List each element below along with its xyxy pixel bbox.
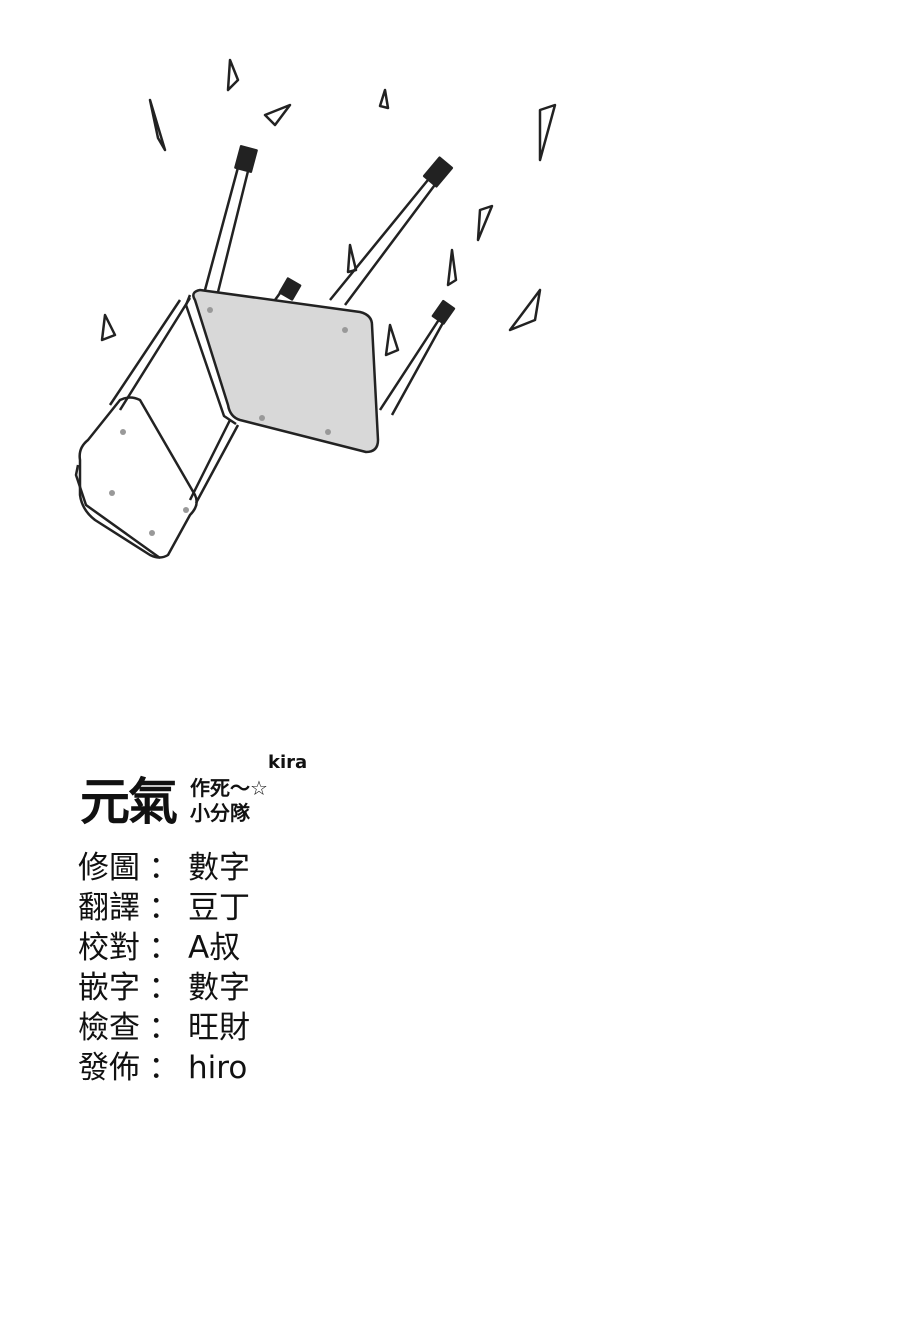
credit-name: 旺財	[188, 1010, 250, 1046]
credits-list: 修圖：數字 翻譯：豆丁 校對：A叔 嵌字：數字 檢查：旺財 發佈：hiro	[78, 848, 250, 1088]
credit-row: 發佈：hiro	[78, 1048, 250, 1088]
credit-name: 數字	[188, 850, 250, 886]
credit-separator: ：	[148, 850, 180, 886]
credit-row: 嵌字：數字	[78, 968, 250, 1008]
credit-name: 豆丁	[188, 890, 250, 926]
chair-leg	[203, 153, 254, 293]
chair-leg	[329, 168, 448, 306]
logo-kira-text: kira	[268, 752, 308, 773]
credit-row: 翻譯：豆丁	[78, 888, 250, 928]
chair-seat	[192, 288, 380, 454]
credit-row: 檢查：旺財	[78, 1008, 250, 1048]
credit-separator: ：	[148, 970, 180, 1006]
credit-name: 數字	[188, 970, 250, 1006]
falling-chair-illustration	[74, 58, 557, 560]
logo-sub-line1: 作死～☆	[190, 776, 268, 800]
credit-separator: ：	[148, 1010, 180, 1046]
chair-frame	[108, 297, 240, 504]
credit-row: 校對：A叔	[78, 928, 250, 968]
credit-row: 修圖：數字	[78, 848, 250, 888]
chair-backrest	[78, 396, 198, 559]
credit-role: 翻譯	[78, 890, 140, 926]
credit-role: 校對	[78, 930, 140, 966]
credit-role: 修圖	[78, 850, 140, 886]
credit-separator: ：	[148, 930, 180, 966]
credit-role: 發佈	[78, 1050, 140, 1086]
logo-main-text: 元氣	[80, 773, 178, 831]
credit-separator: ：	[148, 890, 180, 926]
credit-role: 嵌字	[78, 970, 140, 1006]
group-logo: 元氣 kira 作死～☆ 小分隊	[80, 752, 340, 832]
credit-separator: ：	[148, 1050, 180, 1086]
credit-name: A叔	[188, 930, 241, 966]
credit-name: hiro	[188, 1050, 248, 1086]
logo-sub-line2: 小分隊	[190, 801, 250, 825]
credit-role: 檢查	[78, 1010, 140, 1046]
